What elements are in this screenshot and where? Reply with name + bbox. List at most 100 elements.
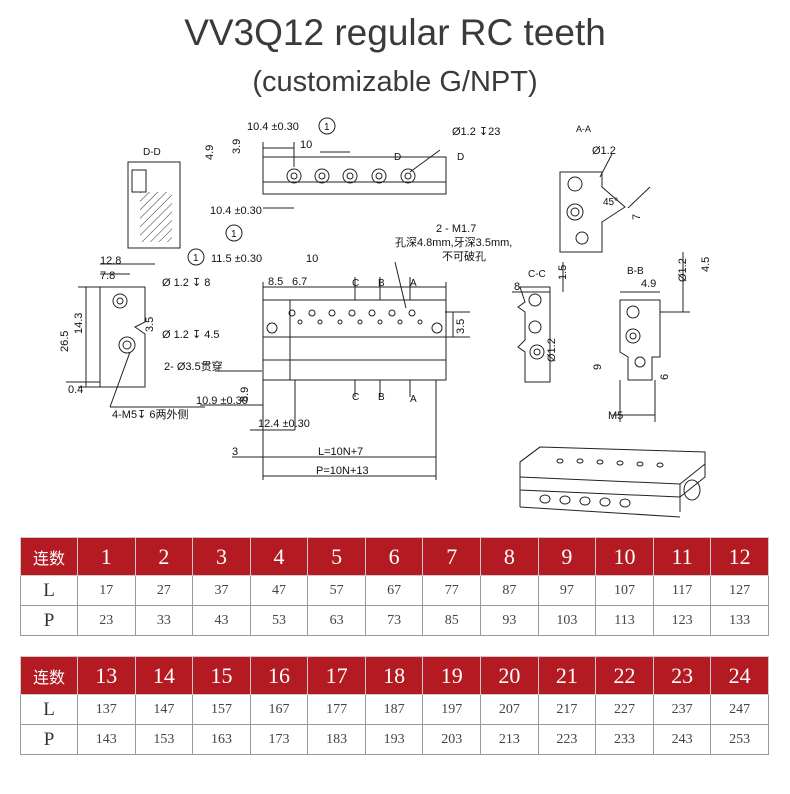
count-cell: 20 [480, 656, 539, 695]
circle-note-2: 1 [231, 229, 237, 240]
dim-10-4-bottom: 10.4 ±0.30 [210, 205, 262, 217]
l-cell: 217 [537, 694, 597, 725]
dim-11-5: 11.5 ±0.30 [211, 253, 262, 265]
count-cell: 19 [422, 656, 482, 695]
hole-1-2-23: Ø1.2 ↧23 [452, 126, 500, 138]
dim-3-9: 3.9 [231, 139, 243, 154]
l-cell: 17 [77, 575, 136, 606]
p-cell: 113 [595, 605, 654, 636]
count-cell: 22 [595, 656, 654, 695]
count-cell: 11 [652, 537, 712, 576]
dim-8-cc: 8 [514, 281, 520, 293]
front-view-ports [288, 309, 423, 325]
dim-1-5: 1.5 [557, 265, 569, 280]
label-a-top: A [410, 278, 417, 289]
count-cell: 3 [192, 537, 251, 576]
count-cell: 24 [710, 656, 769, 695]
bb-section-body [619, 299, 661, 381]
cc-section-body [517, 286, 551, 383]
p-cell: 85 [422, 605, 482, 636]
p-cell: 213 [480, 724, 539, 755]
p-cell: 53 [249, 605, 309, 636]
l-cell: 27 [134, 575, 194, 606]
p-cell: 73 [364, 605, 424, 636]
label-b-top: B [378, 278, 385, 289]
count-cell: 15 [192, 656, 251, 695]
label-cc: C-C [528, 269, 546, 280]
dim-12-4: 12.4 ±0.30 [258, 418, 310, 430]
l-cell: 107 [595, 575, 654, 606]
l-cell: 187 [364, 694, 424, 725]
hole-1-2-4-5: Ø 1.2 ↧ 4.5 [162, 329, 220, 341]
l-cell: 197 [422, 694, 482, 725]
spec-table-2: 连数 13 14 15 16 17 18 19 20 21 22 23 24 L… [20, 656, 769, 755]
page-title: VV3Q12 regular RC teeth [184, 12, 606, 53]
l-row: L 137 147 157 167 177 187 197 207 217 22… [20, 694, 769, 725]
label-aa: A-A [576, 124, 591, 134]
dim-10-top: 10 [300, 139, 312, 151]
label-dd: D-D [143, 147, 161, 158]
iso-view-ports [539, 458, 701, 508]
aa-section-body [559, 171, 626, 253]
page-subtitle: (customizable G/NPT) [252, 66, 538, 98]
l-cell: 77 [422, 575, 482, 606]
p-cell: 203 [422, 724, 482, 755]
count-row: 连数 1 2 3 4 5 6 7 8 9 10 11 12 [20, 537, 769, 576]
l-cell: 97 [537, 575, 597, 606]
m1-7-label: 2 - M1.7 [436, 223, 476, 235]
dim-3-5-right: 3.5 [455, 319, 467, 334]
dim-4-5-bb: 4.5 [700, 257, 712, 272]
label-d-1: D [394, 152, 401, 163]
p-cell: 33 [134, 605, 194, 636]
l-row: L 17 27 37 47 57 67 77 87 97 107 117 127 [20, 575, 769, 606]
p-cell: 23 [77, 605, 136, 636]
l-cell: 147 [134, 694, 194, 725]
count-cell: 13 [77, 656, 136, 695]
label-bb: B-B [627, 266, 644, 277]
dim-1-2-bb: Ø1.2 [677, 258, 689, 282]
l-cell: 127 [710, 575, 769, 606]
label-c-bottom: C [352, 392, 359, 403]
dim-10-mid: 10 [306, 253, 318, 265]
count-cell: 12 [710, 537, 769, 576]
circle-note-icon [187, 117, 336, 266]
dim-10-9: 10.9 ±0.30 [196, 395, 248, 407]
p-cell: 133 [710, 605, 769, 636]
count-cell: 6 [364, 537, 424, 576]
count-cell: 21 [537, 656, 597, 695]
l-cell: 57 [307, 575, 366, 606]
l-cell: 87 [480, 575, 539, 606]
dim-4-9: 4.9 [204, 145, 216, 160]
p-cell: 223 [537, 724, 597, 755]
dim-6: 6 [659, 374, 671, 380]
l-cell: 167 [249, 694, 309, 725]
count-cell: 14 [134, 656, 194, 695]
circle-note-3: 1 [193, 253, 199, 264]
p-cell: 183 [307, 724, 366, 755]
count-label: 连数 [20, 656, 78, 695]
hole-1-2-8: Ø 1.2 ↧ 8 [162, 277, 210, 289]
dim-9: 9 [592, 364, 604, 370]
label-c-top: C [352, 278, 359, 289]
p-cell: 43 [192, 605, 251, 636]
count-label: 连数 [20, 537, 78, 576]
m1-7-note-1: 孔深4.8mm,牙深3.5mm, [395, 236, 512, 249]
l-label: L [20, 694, 78, 725]
count-cell: 23 [652, 656, 712, 695]
dim-45-deg: 45° [603, 197, 618, 208]
label-a-bottom: A [410, 394, 417, 405]
p-cell: 123 [652, 605, 712, 636]
l-cell: 117 [652, 575, 712, 606]
p-cell: 93 [480, 605, 539, 636]
l-cell: 227 [595, 694, 654, 725]
p-cell: 193 [364, 724, 424, 755]
p-cell: 143 [77, 724, 136, 755]
l-cell: 137 [77, 694, 136, 725]
l-cell: 157 [192, 694, 251, 725]
dim-8-5: 8.5 [268, 276, 283, 288]
dim-6-7: 6.7 [292, 276, 307, 288]
l-cell: 247 [710, 694, 769, 725]
thru-hole-3-5: 2- Ø3.5贯穿 [164, 359, 223, 373]
circle-note-1: 1 [324, 122, 330, 133]
top-view-body [262, 156, 447, 195]
